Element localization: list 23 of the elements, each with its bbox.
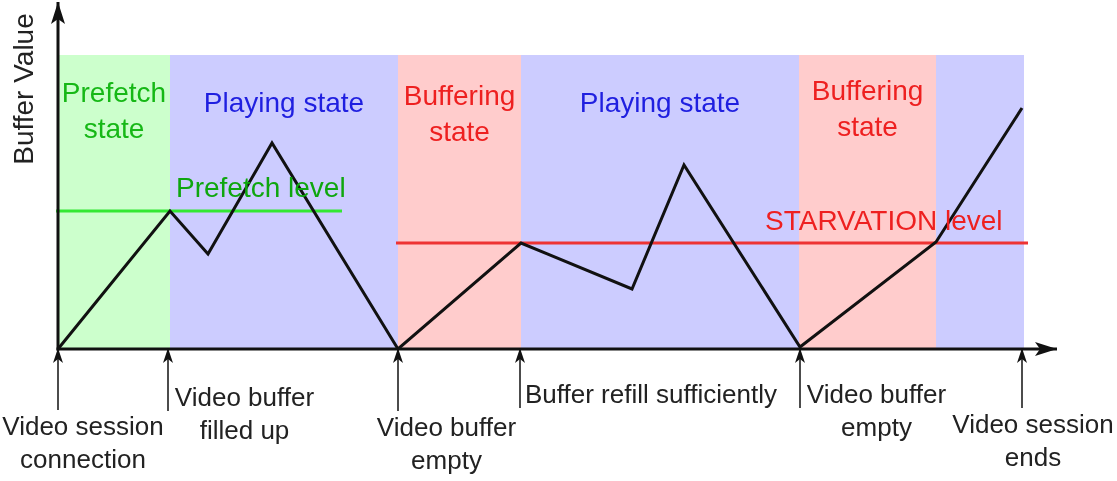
event-label: Video buffer filled up — [173, 381, 316, 447]
event-label: Video buffer empty — [375, 411, 518, 477]
arrow — [1017, 347, 1027, 409]
state-label: Buffering state — [402, 79, 517, 149]
arrow — [515, 347, 525, 409]
event-label: Video session ends — [951, 408, 1115, 474]
state-band — [170, 55, 398, 348]
state-band — [398, 55, 521, 348]
state-band — [936, 55, 1024, 348]
event-label: Video buffer empty — [805, 378, 948, 444]
event-label: Buffer refill sufficiently — [525, 378, 777, 411]
arrow — [163, 347, 173, 412]
arrow — [393, 347, 403, 412]
state-label: Playing state — [579, 86, 741, 120]
threshold-label: STARVATION level — [765, 205, 1003, 237]
arrow — [53, 347, 63, 411]
state-label: Playing state — [203, 86, 365, 120]
state-label: Prefetch state — [60, 76, 168, 146]
arrow — [795, 347, 805, 409]
state-label: Buffering state — [810, 74, 925, 144]
event-label: Video session connection — [1, 410, 165, 476]
state-band — [58, 55, 170, 348]
axis-title: Buffer Value — [7, 13, 40, 165]
